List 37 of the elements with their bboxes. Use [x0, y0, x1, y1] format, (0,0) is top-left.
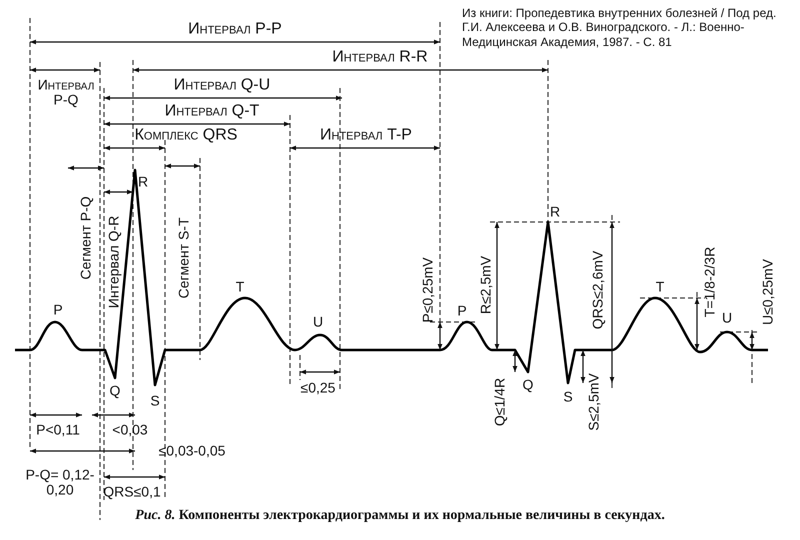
wave-label: S: [563, 390, 573, 404]
wave-label: Q: [110, 384, 120, 398]
wave-label: P: [457, 304, 467, 318]
interval-label: Комплекс QRS: [134, 128, 238, 144]
amplitude-label: T=1/8-2/3R: [702, 246, 718, 318]
amplitude-label: U≤0,25mV: [760, 258, 776, 326]
interval-label: Интервал P-P: [188, 22, 282, 38]
wave-label: T: [236, 280, 244, 294]
amplitude-label: Q≤1/4R: [492, 378, 508, 426]
figure-caption: Рис. 8. Компоненты электрокардиограммы и их нормальные величины в секундах.: [135, 508, 665, 523]
amplitude-label: QRS≤2,6mV: [590, 250, 606, 330]
duration-label: QRS≤0,1: [103, 484, 161, 500]
wave-label: Q: [522, 378, 534, 392]
interval-label: Интервал Q-T: [164, 104, 260, 120]
wave-label: P: [53, 302, 63, 318]
amplitude-label: S≤2,5mV: [586, 373, 602, 431]
interval-label: Интервал T-P: [320, 128, 412, 144]
duration-label: <0,03: [112, 422, 148, 438]
wave-label: R: [550, 204, 560, 220]
interval-label: Интервал P-Q: [36, 77, 96, 107]
amplitude-label: R≤2,5mV: [478, 256, 494, 314]
wave-label: R: [138, 174, 148, 190]
duration-label: ≤0,03-0,05: [158, 444, 226, 458]
duration-label: ≤0,25: [300, 380, 336, 396]
wave-label: U: [312, 314, 324, 330]
amplitude-label: P≤0,25mV: [420, 257, 436, 323]
amplitude-label: Интервал Q-R: [106, 216, 122, 308]
wave-label: U: [722, 310, 732, 326]
amplitude-label: Сегмент S-T: [176, 218, 192, 298]
wave-label: T: [656, 280, 664, 294]
interval-label: Интервал R-R: [332, 50, 428, 66]
amplitude-label: Сегмент P-Q: [78, 196, 94, 280]
interval-label: Интервал Q-U: [174, 78, 270, 94]
source-note: Из книги: Пропедевтика внутренних болезней / Под ред. Г.И. Алексеева и О.В. Виноградского. - Л.: Военно-Медицинская Академия, 1987. - С. 81: [462, 6, 778, 50]
duration-label: P<0,11: [36, 422, 80, 438]
wave-label: S: [150, 394, 160, 408]
duration-label: P-Q= 0,12-0,20: [24, 467, 96, 497]
